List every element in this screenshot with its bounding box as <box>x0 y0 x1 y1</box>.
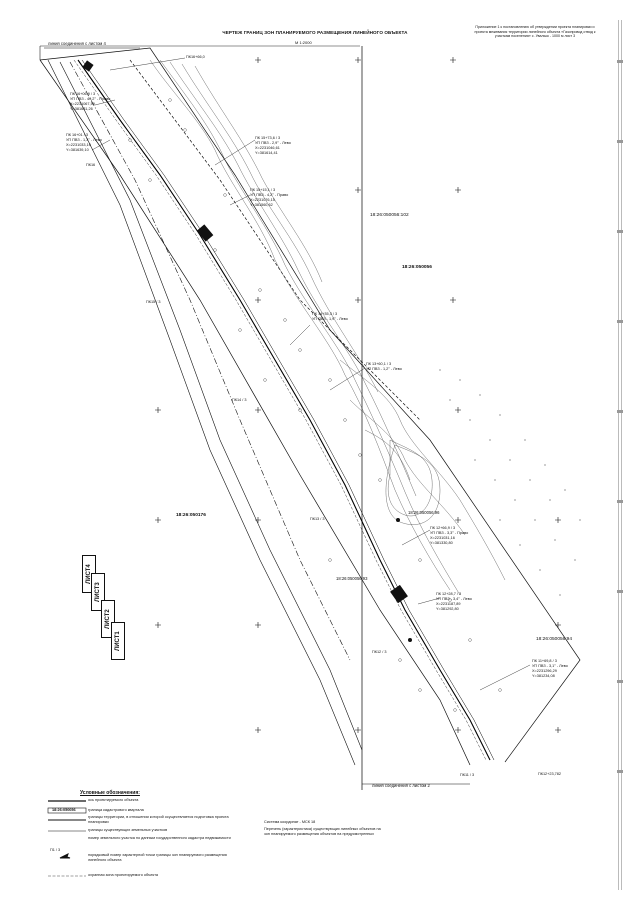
cadastral-label: 18:26:050056:94 <box>536 637 573 642</box>
quarter-left-line-a <box>47 59 356 766</box>
leader-pk11-69 <box>479 664 531 691</box>
annex-note: Приложение 1 к постановлению об утвержде… <box>474 25 596 39</box>
leader-pk16-01 <box>91 139 111 151</box>
contour-2 <box>159 59 461 596</box>
legend-swatch-point <box>59 853 71 859</box>
planning-zone-boundary <box>39 47 581 766</box>
legend-swatch-quarter <box>47 807 87 814</box>
contour-8 <box>364 429 411 481</box>
cadastral-label: 18:26:050056:96 <box>408 510 440 515</box>
leader-pk14-35 <box>289 324 311 346</box>
margin-strip <box>617 20 623 890</box>
leader-pk16-06 <box>94 99 116 106</box>
page-title: ЧЕРТЕЖ ГРАНИЦ ЗОН ПЛАНИРУЕМОГО РАЗМЕЩЕНИ… <box>222 30 408 35</box>
picket-label: ПК12 / 3 <box>372 650 387 654</box>
leader-pk12-66 <box>401 529 431 546</box>
terrain-contours <box>149 59 506 596</box>
zone-inner-left <box>39 59 471 766</box>
contour-4 <box>181 63 379 393</box>
legend-swatches <box>47 800 87 877</box>
slope-dots <box>439 369 581 596</box>
axis-protection-zone <box>73 59 487 761</box>
contour-loop <box>387 439 433 517</box>
zone-right-dashed <box>129 59 421 421</box>
grid-crosses <box>155 57 561 733</box>
existing-objects-note: Перечень (характеристика) существующих л… <box>264 827 381 836</box>
cadastral-label: 18:26:050176 <box>176 513 206 518</box>
structure-node-2 <box>390 584 408 604</box>
cadastral-label: 18:26:050056:102 <box>370 213 409 218</box>
pipeline-axis <box>73 59 495 761</box>
structure-node-1 <box>196 224 214 242</box>
sheet-box-1: ЛИСТ1 <box>111 622 125 660</box>
coordinate-system-note: Система координат - МСК 18 <box>264 820 316 824</box>
bottom-connection-label: линия соединения с листом 2 <box>372 783 430 788</box>
structures <box>82 60 412 642</box>
legend-title: Условные обозначения: <box>80 790 140 796</box>
legend-sample-code: 18:26:050056 <box>52 808 76 812</box>
cadastral-label: 18:26:050056 <box>402 265 432 270</box>
leader-lines <box>91 57 531 691</box>
picket-label: ПК16 <box>86 163 96 167</box>
picket-label: ПК12+23,782 <box>538 772 561 776</box>
top-connection-label: линия соединения с листом 4 <box>48 41 106 46</box>
cadastral-label: 18:26:050056:93 <box>336 576 368 581</box>
axis-line <box>77 59 491 761</box>
legend-item: границы существующих земельных участков <box>88 828 168 832</box>
picket-label: ПК14 / 3 <box>232 398 247 402</box>
structure-top <box>82 60 94 72</box>
picket-label: ПК16+66,0 <box>186 55 205 59</box>
quarter-left-line-b <box>59 61 363 751</box>
legend-item: номер земельного участка по данным госуд… <box>88 836 231 840</box>
picket-label: ПК15 / 3 <box>146 300 161 304</box>
leader-pk12-28 <box>417 597 441 605</box>
contour-3 <box>169 61 417 497</box>
contour-6 <box>339 359 506 581</box>
legend-item: охранная зона проектируемого объекта <box>88 873 159 877</box>
legend-point-code: П1 / 3 <box>50 848 61 852</box>
leader-pk13-60 <box>329 367 366 391</box>
legend-item: граница кадастрового квартала <box>88 808 144 812</box>
frame <box>39 45 363 790</box>
leader-pk15-73 <box>214 139 256 166</box>
contour-5 <box>194 65 323 283</box>
contour-7 <box>349 399 466 536</box>
leader-pk15-15 <box>229 194 251 206</box>
leader-pk16-66 <box>109 57 186 71</box>
legend-item: границы территории, в отношении которой … <box>88 815 229 824</box>
survey-points <box>128 98 502 712</box>
legend-item: порядковый номер характерной точки грани… <box>88 853 227 862</box>
contour-loop-outer <box>385 444 441 525</box>
picket-label: ПК13 / 3 <box>310 517 325 521</box>
scale-label: М 1:2000 <box>295 40 312 45</box>
node-dot-1 <box>396 518 400 522</box>
picket-label: ПК11 / 3 <box>460 773 475 777</box>
legend-item: ось проектируемого объекта <box>88 798 139 802</box>
node-dot-2 <box>408 638 412 642</box>
cadastral-quarter-boundary <box>47 59 363 766</box>
quarter-left-line-c <box>69 61 351 661</box>
axis-line-parallel <box>81 59 495 761</box>
contour-1 <box>149 59 451 591</box>
